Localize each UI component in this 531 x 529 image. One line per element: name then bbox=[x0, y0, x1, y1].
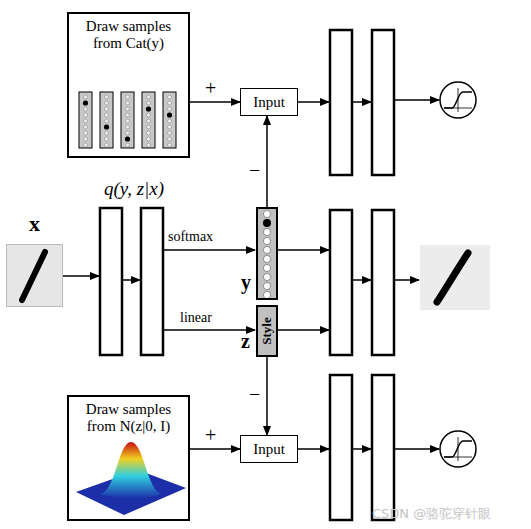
sign-label: + bbox=[205, 78, 216, 98]
sigmoid-symbol bbox=[440, 82, 476, 467]
digit-image bbox=[6, 244, 490, 310]
sign-label: − bbox=[249, 384, 260, 404]
node-text: Input bbox=[241, 89, 297, 115]
node-text: Input bbox=[241, 436, 297, 462]
category-vector: y bbox=[256, 207, 278, 300]
activation-label: linear bbox=[180, 310, 212, 326]
node-text: Style bbox=[259, 317, 275, 344]
sample-box: Draw samples from Cat(y) bbox=[67, 12, 190, 158]
latent-fill bbox=[256, 207, 278, 357]
sign-label: − bbox=[249, 160, 260, 180]
category-bars bbox=[79, 92, 176, 148]
node-text: Draw samples from N(z|0, I) bbox=[69, 401, 188, 435]
activation-label: softmax bbox=[168, 229, 213, 245]
style-vector: zStyle bbox=[256, 305, 278, 357]
node-text: x bbox=[29, 211, 40, 237]
input-box: Input bbox=[240, 88, 298, 116]
sample-box: Draw samples from N(z|0, I) bbox=[67, 395, 190, 521]
node-text: Draw samples from Cat(y) bbox=[69, 18, 188, 52]
connector-arrow bbox=[266, 357, 268, 435]
sign-label: + bbox=[205, 425, 216, 445]
node-text: y bbox=[241, 271, 251, 294]
connector-arrow bbox=[190, 101, 240, 103]
watermark: CSDN @骆驼穿针眼 bbox=[372, 505, 491, 523]
input-box: Input bbox=[240, 435, 298, 463]
connector-arrow bbox=[190, 448, 240, 450]
connector-arrow bbox=[266, 116, 268, 207]
encoder-label: q(y, z|x) bbox=[104, 178, 164, 200]
node-text: z bbox=[241, 330, 250, 353]
image-input: x bbox=[6, 244, 63, 307]
gaussian-plot bbox=[76, 442, 186, 515]
network-layers bbox=[100, 30, 394, 520]
